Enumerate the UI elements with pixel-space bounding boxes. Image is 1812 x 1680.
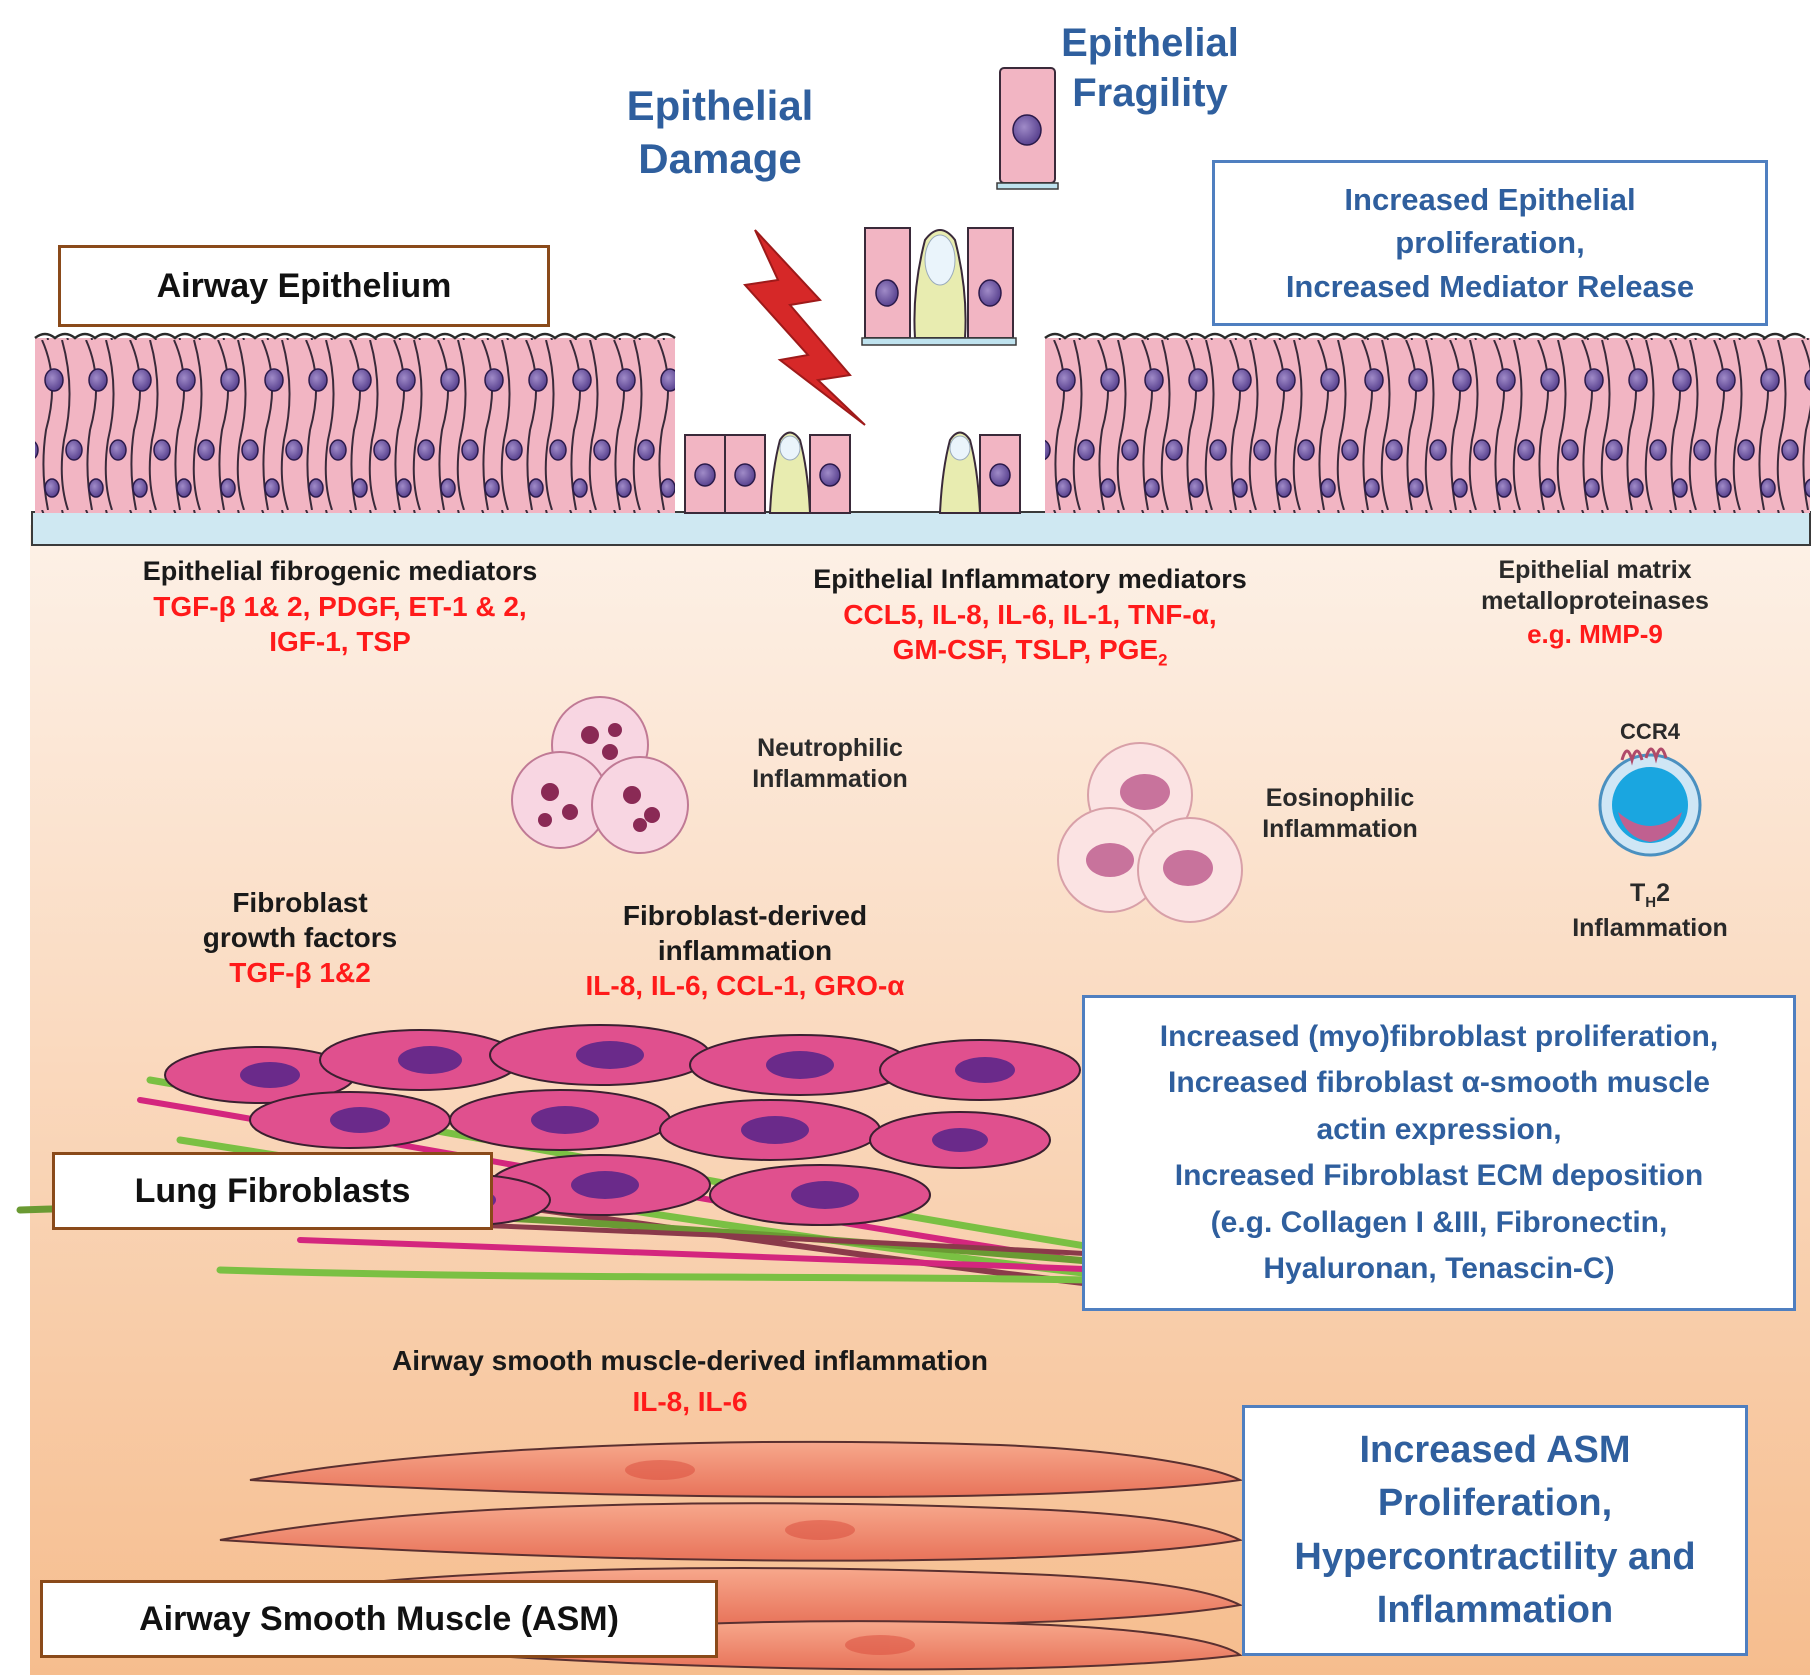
detached-cell-cluster bbox=[861, 227, 1017, 346]
fibroblast-layer bbox=[16, 1024, 1114, 1288]
lung-fibroblasts-label: Lung Fibroblasts bbox=[52, 1152, 493, 1230]
fibroblast-outcome-box: Increased (myo)fibroblast proliferation,… bbox=[1082, 995, 1796, 1311]
epithelial-damage-title: Epithelial Damage bbox=[626, 82, 814, 182]
fibroblast-growth-factors: Fibroblast growth factors TGF-β 1&2 bbox=[202, 887, 398, 988]
epithelium-right bbox=[1044, 332, 1810, 513]
fragile-cell bbox=[996, 67, 1059, 190]
basement-membrane bbox=[31, 511, 1811, 546]
neutrophilic-label: Neutrophilic Inflammation bbox=[752, 734, 908, 794]
ccr4-label: CCR4 bbox=[1620, 719, 1680, 744]
asm-outcome-box: Increased ASM Proliferation, Hypercontra… bbox=[1242, 1405, 1748, 1656]
inflammatory-mediators: Epithelial Inflammatory mediators CCL5, … bbox=[813, 564, 1247, 670]
epithelial-fragility-title: Epithelial Fragility bbox=[1061, 21, 1239, 115]
neutrophil-cells bbox=[511, 696, 689, 854]
airway-epithelium-label: Airway Epithelium bbox=[58, 245, 550, 327]
th2-cell bbox=[1598, 747, 1702, 857]
asm-derived-inflammation: Airway smooth muscle-derived inflammatio… bbox=[392, 1345, 988, 1417]
th2-inflammation-label: TH2 Inflammation bbox=[1572, 879, 1728, 942]
epithelium-left bbox=[34, 332, 676, 513]
damage-lightning-icon bbox=[743, 229, 866, 426]
mmp-mediators: Epithelial matrix metalloproteinases e.g… bbox=[1481, 556, 1709, 649]
damaged-epithelium-cells bbox=[684, 431, 1021, 514]
epithelial-outcome-box: Increased Epithelial proliferation, Incr… bbox=[1212, 160, 1768, 326]
airway-smooth-muscle-label: Airway Smooth Muscle (ASM) bbox=[40, 1580, 718, 1658]
fibroblast-derived-inflammation: Fibroblast-derived inflammation IL-8, IL… bbox=[585, 900, 905, 1001]
eosinophil-cells bbox=[1057, 742, 1243, 923]
eosinophilic-label: Eosinophilic Inflammation bbox=[1262, 784, 1418, 844]
fibrogenic-mediators: Epithelial fibrogenic mediators TGF-β 1&… bbox=[142, 556, 538, 657]
